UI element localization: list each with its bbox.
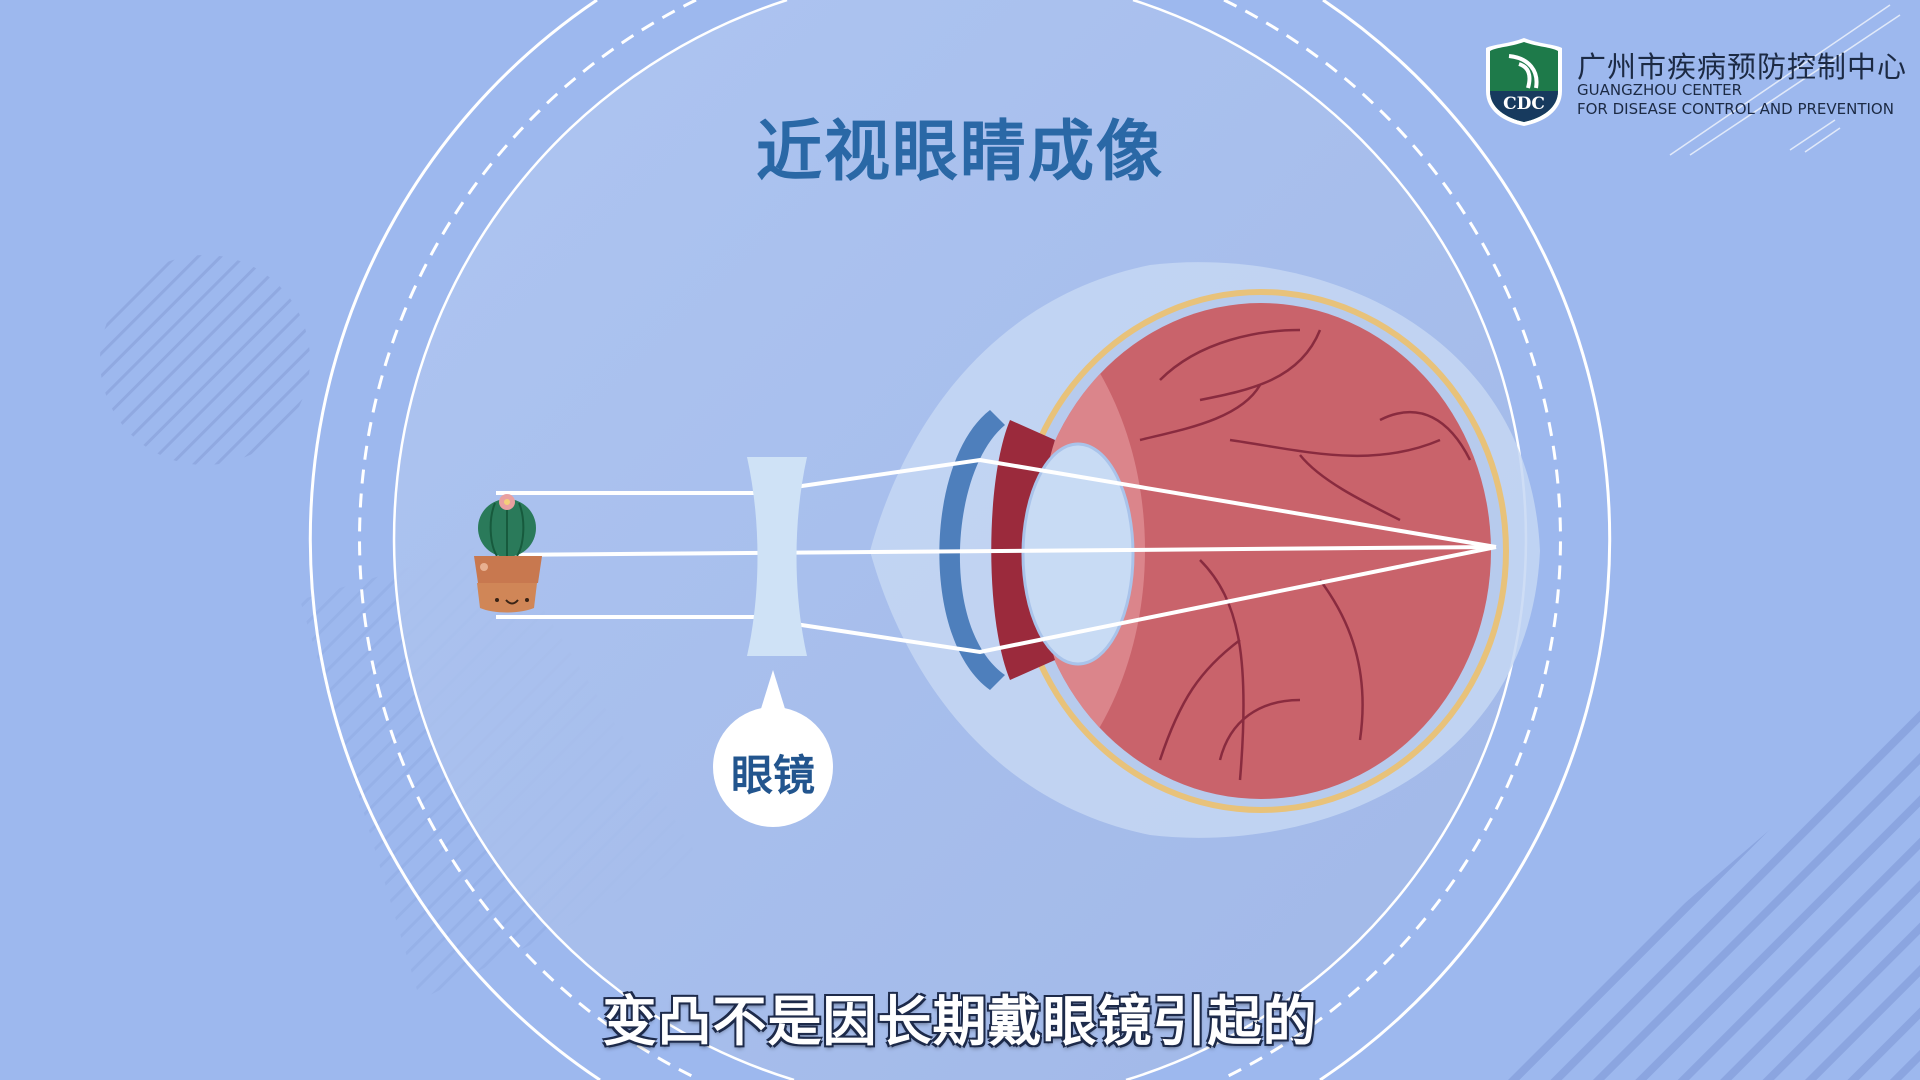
light-rays xyxy=(495,457,1497,655)
lens-label: 眼镜 xyxy=(730,751,815,800)
cdc-logo: CDC xyxy=(1486,38,1562,126)
outer-ring xyxy=(308,0,1612,1080)
concave-lens xyxy=(747,457,807,656)
page-title: 近视眼睛成像 xyxy=(756,113,1164,190)
dashed-ring xyxy=(358,0,1562,1080)
decor-stripes-bottom-right xyxy=(1480,700,1920,1080)
org-name-en-line2: FOR DISEASE CONTROL AND PREVENTION xyxy=(1577,100,1894,118)
blood-vessels xyxy=(1139,328,1472,781)
org-name-en-line1: GUANGZHOU CENTER xyxy=(1577,81,1743,99)
decor-stripe-circle xyxy=(100,255,310,465)
decor-lines xyxy=(1669,4,1901,156)
lens-label-bubble xyxy=(713,670,833,827)
eye-lens xyxy=(1021,442,1135,666)
cornea xyxy=(939,410,1005,690)
cactus-icon xyxy=(474,494,542,613)
retina xyxy=(1031,303,1491,799)
subtitle-caption: 变凸不是因长期戴眼镜引起的 xyxy=(602,990,1318,1053)
logo-text: CDC xyxy=(1503,94,1545,114)
org-name-cn: 广州市疾病预防控制中心 xyxy=(1577,50,1908,84)
